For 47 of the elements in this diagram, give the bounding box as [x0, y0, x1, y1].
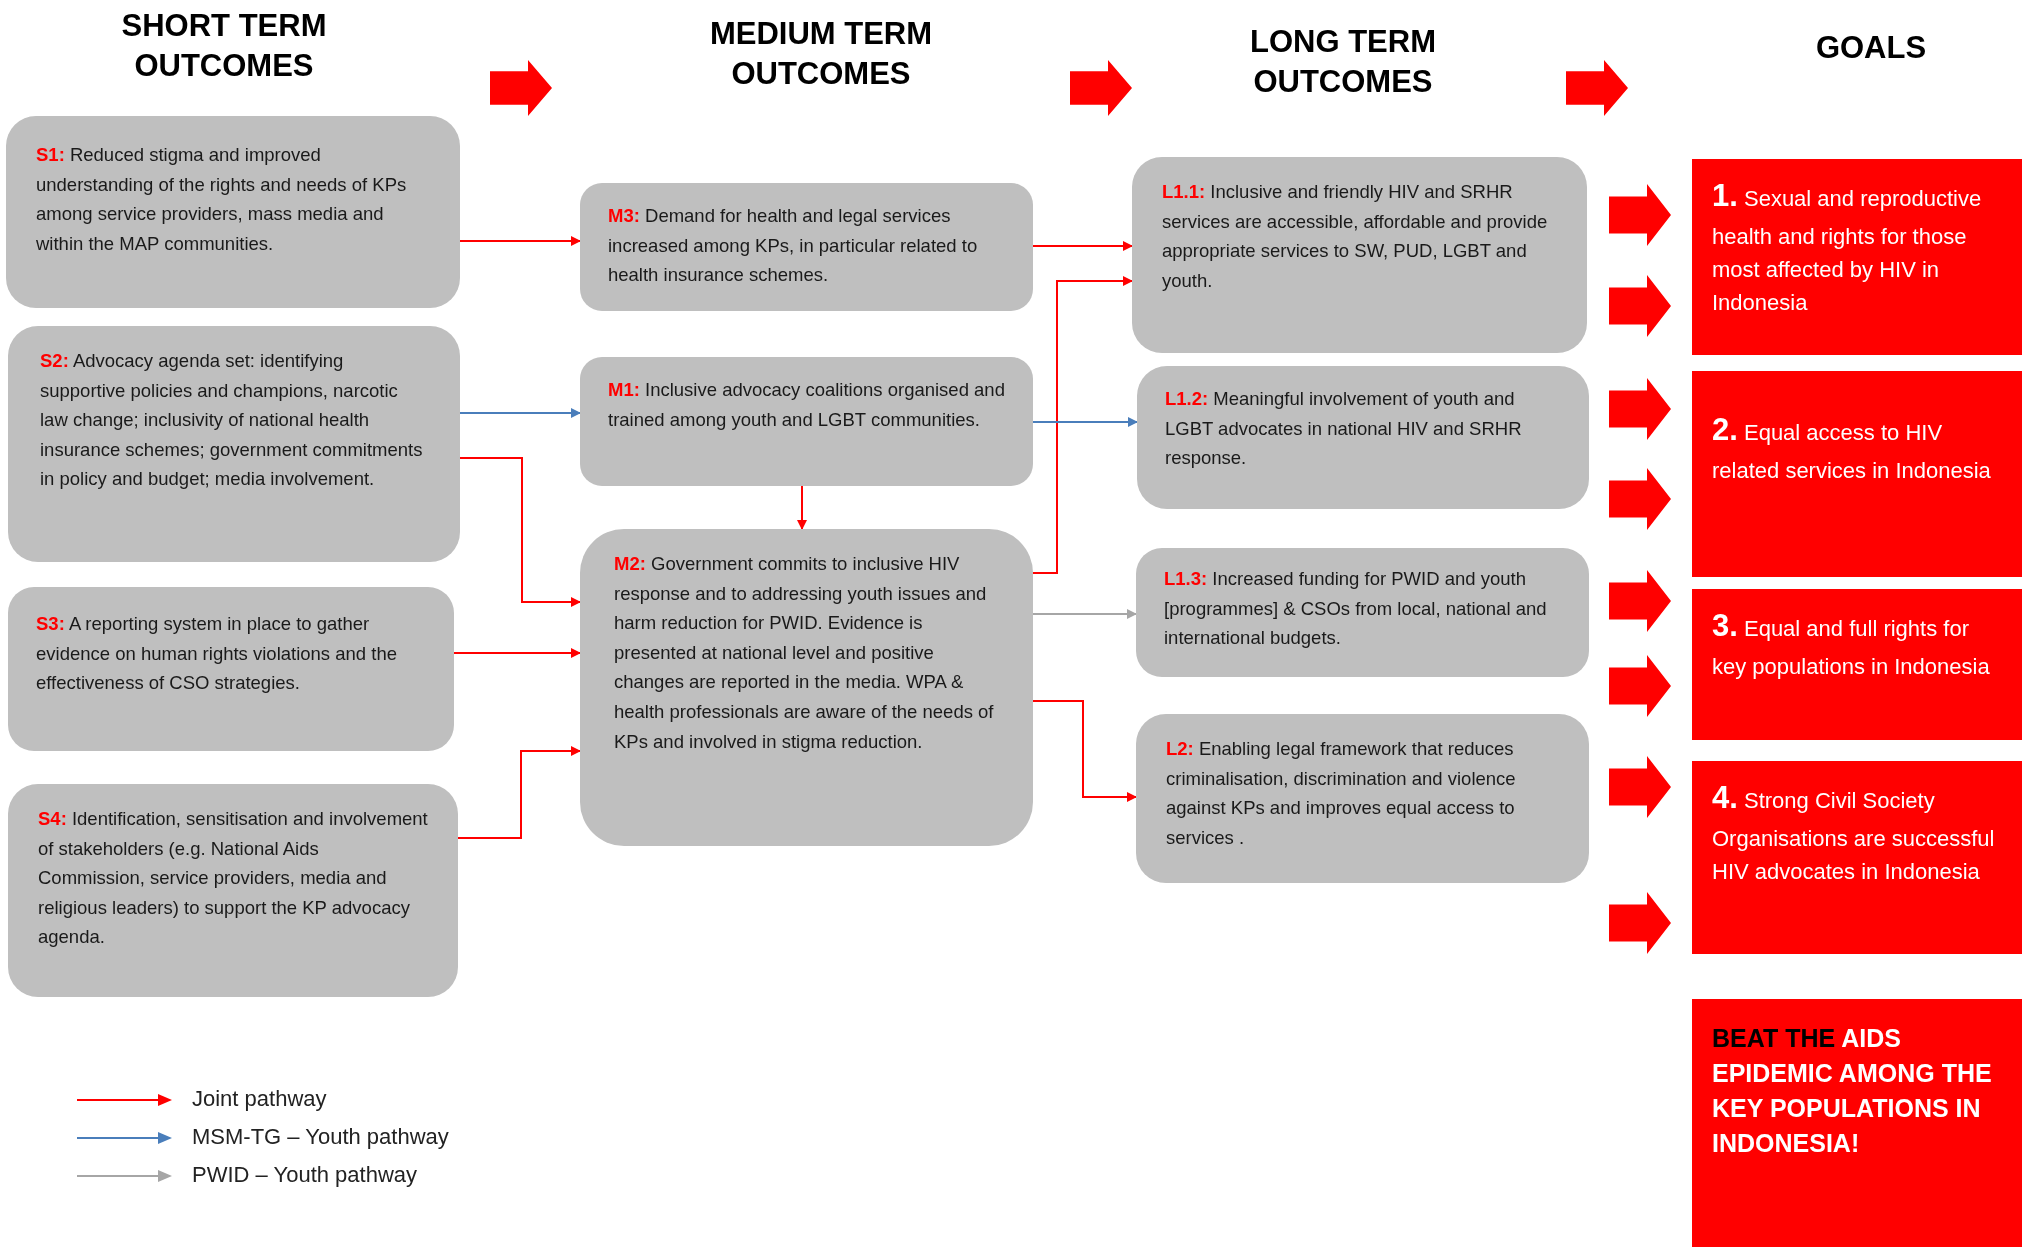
outcome-box: [1136, 548, 1589, 677]
outcome-box: [6, 116, 460, 308]
outcome-box: [8, 326, 460, 562]
outcome-box: [580, 183, 1033, 311]
box-text: M2: Government commits to inclusive HIV response and to addressing youth issues and harm reduction for PWID. Evidence is presented at national level and positive changes are reported in the media. WPA & health professionals are aware of the needs of KPs and involved in stigma reduction.: [614, 552, 995, 754]
block-arrow: [1609, 378, 1671, 440]
block-arrow: [1609, 275, 1671, 337]
column-heading: GOALS: [1814, 29, 1928, 67]
block-arrow: [1609, 756, 1671, 818]
column-heading: MEDIUM TERM OUTCOMES: [708, 15, 934, 94]
block-arrow: [1609, 892, 1671, 954]
column-heading: SHORT TERM OUTCOMES: [120, 7, 328, 86]
box-text: L2: Enabling legal framework that reduces criminalisation, discrimination and violence against KPs and improves equal access to services .: [1166, 737, 1517, 850]
box-text: S2: Advocacy agenda set: identifying supportive policies and champions, narcotic law change; inclusivity of national health insurance schemes; government commitments in policy and budget; media involvement.: [40, 349, 424, 492]
box-text: 4. Strong Civil Society Organisations are successful HIV advocates in Indonesia: [1712, 779, 1996, 886]
outcome-box: [8, 587, 454, 751]
outcome-box: [1136, 714, 1589, 883]
box-text: 2. Equal access to HIV related services in Indonesia: [1712, 411, 1992, 485]
box-text: L1.2: Meaningful involvement of youth and LGBT advocates in national HIV and SRHR response.: [1165, 387, 1523, 471]
legend-label: PWID – Youth pathway: [192, 1162, 418, 1188]
outcome-box: [580, 357, 1033, 486]
outcome-box: [1132, 157, 1587, 353]
box-text: 1. Sexual and reproductive health and rights for those most affected by HIV in Indonesia: [1712, 177, 1983, 317]
goal-box: [1692, 589, 2022, 740]
block-arrow: [1609, 655, 1671, 717]
box-text: S1: Reduced stigma and improved understanding of the rights and needs of KPs among service providers, mass media and within the MAP communities.: [36, 143, 408, 256]
box-text: S4: Identification, sensitisation and involvement of stakeholders (e.g. National Aids Commission, service providers, media and religious leaders) to support the KP advocacy agenda.: [38, 807, 428, 950]
box-text: S3: A reporting system in place to gather evidence on human rights violations and the effectiveness of CSO strategies.: [36, 612, 398, 696]
outcome-box: [8, 784, 458, 997]
box-text: BEAT THE AIDS EPIDEMIC AMONG THE KEY POPULATIONS IN INDONESIA!: [1712, 1023, 1993, 1159]
block-arrow: [1609, 570, 1671, 632]
box-text: 3. Equal and full rights for key populations in Indonesia: [1712, 607, 1991, 681]
outcome-box: [1137, 366, 1589, 509]
column-heading: LONG TERM OUTCOMES: [1249, 23, 1437, 102]
box-text: L1.3: Increased funding for PWID and youth [programmes] & CSOs from local, national and international budgets.: [1164, 567, 1548, 651]
legend-label: Joint pathway: [192, 1086, 327, 1112]
box-text: M3: Demand for health and legal services increased among KPs, in particular related to health insurance schemes.: [608, 204, 979, 288]
outcome-box: [580, 529, 1033, 846]
block-arrow: [1609, 184, 1671, 246]
goal-box: [1692, 159, 2022, 355]
box-text: M1: Inclusive advocacy coalitions organised and trained among youth and LGBT communities.: [608, 378, 1005, 432]
box-text: L1.1: Inclusive and friendly HIV and SRHR services are accessible, affordable and provide appropriate services to SW, PUD, LGBT and youth.: [1162, 180, 1549, 293]
slogan-box: [1692, 999, 2022, 1247]
goal-box: [1692, 371, 2022, 577]
goal-box: [1692, 761, 2022, 954]
legend-label: MSM-TG – Youth pathway: [192, 1124, 449, 1150]
block-arrow: [1609, 468, 1671, 530]
